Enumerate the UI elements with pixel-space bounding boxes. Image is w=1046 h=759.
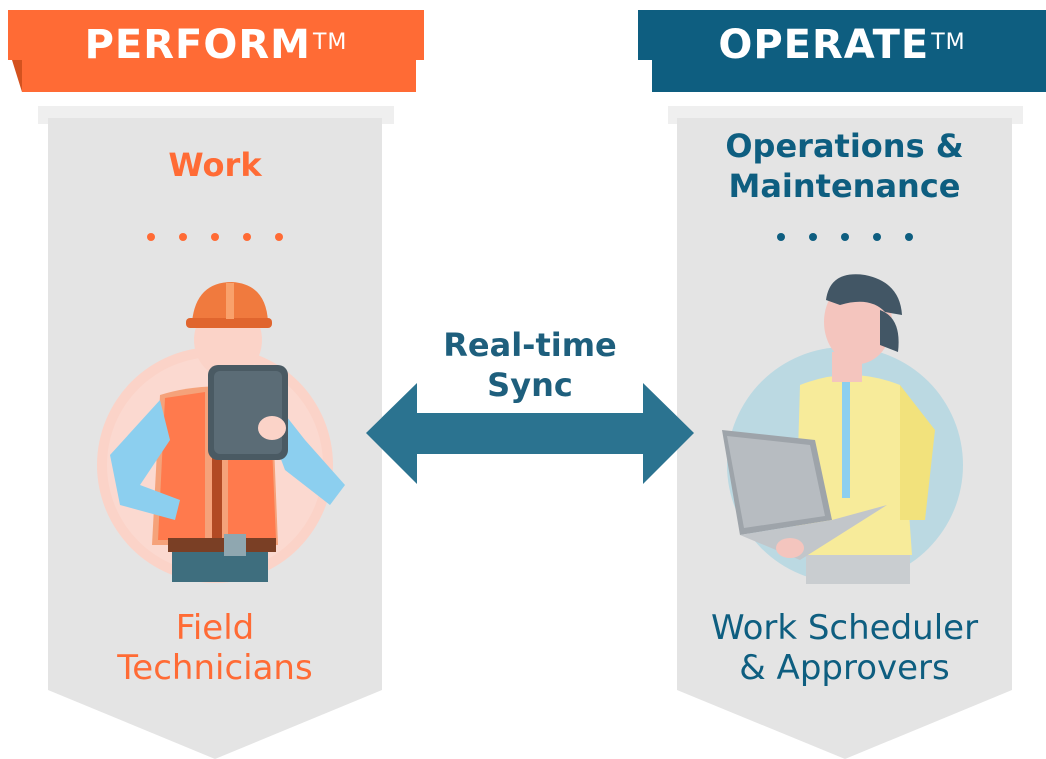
right-banner-lower [652,58,1046,92]
left-role-line-2: Technicians [117,648,313,688]
right-dot-divider [777,233,913,241]
right-subtitle-line-2: Maintenance [728,167,961,205]
sync-label-line-1: Real-time [443,326,617,364]
right-role-line-1: Work Scheduler [710,608,979,648]
left-subtitle: Work [168,146,262,184]
right-subtitle: Operations & Maintenance [677,126,1012,206]
sync-label: Real-time Sync [420,325,640,405]
perform-trademark: TM [312,30,348,55]
operate-brand-text: OPERATE [718,22,930,68]
left-role-line-1: Field [175,608,255,648]
left-role: Field Technicians [48,608,382,688]
sync-label-line-2: Sync [487,366,573,404]
work-scheduler-illustration [722,274,963,584]
field-technician-illustration [97,282,345,583]
sync-double-arrow [366,383,694,484]
perform-banner-title: PERFORMTM [8,20,424,70]
left-banner-fold [12,60,22,92]
operate-banner-title: OPERATETM [638,20,1046,70]
right-role: Work Scheduler & Approvers [677,608,1012,688]
left-banner [8,10,416,60]
left-banner-edge [416,10,424,60]
right-subtitle-line-1: Operations & [725,127,964,165]
left-dot-divider [147,233,283,241]
right-role-line-2: & Approvers [739,648,950,688]
operate-trademark: TM [931,30,966,55]
right-banner [638,10,1046,60]
left-banner-lower [22,58,416,92]
perform-brand-text: PERFORM [84,22,311,68]
